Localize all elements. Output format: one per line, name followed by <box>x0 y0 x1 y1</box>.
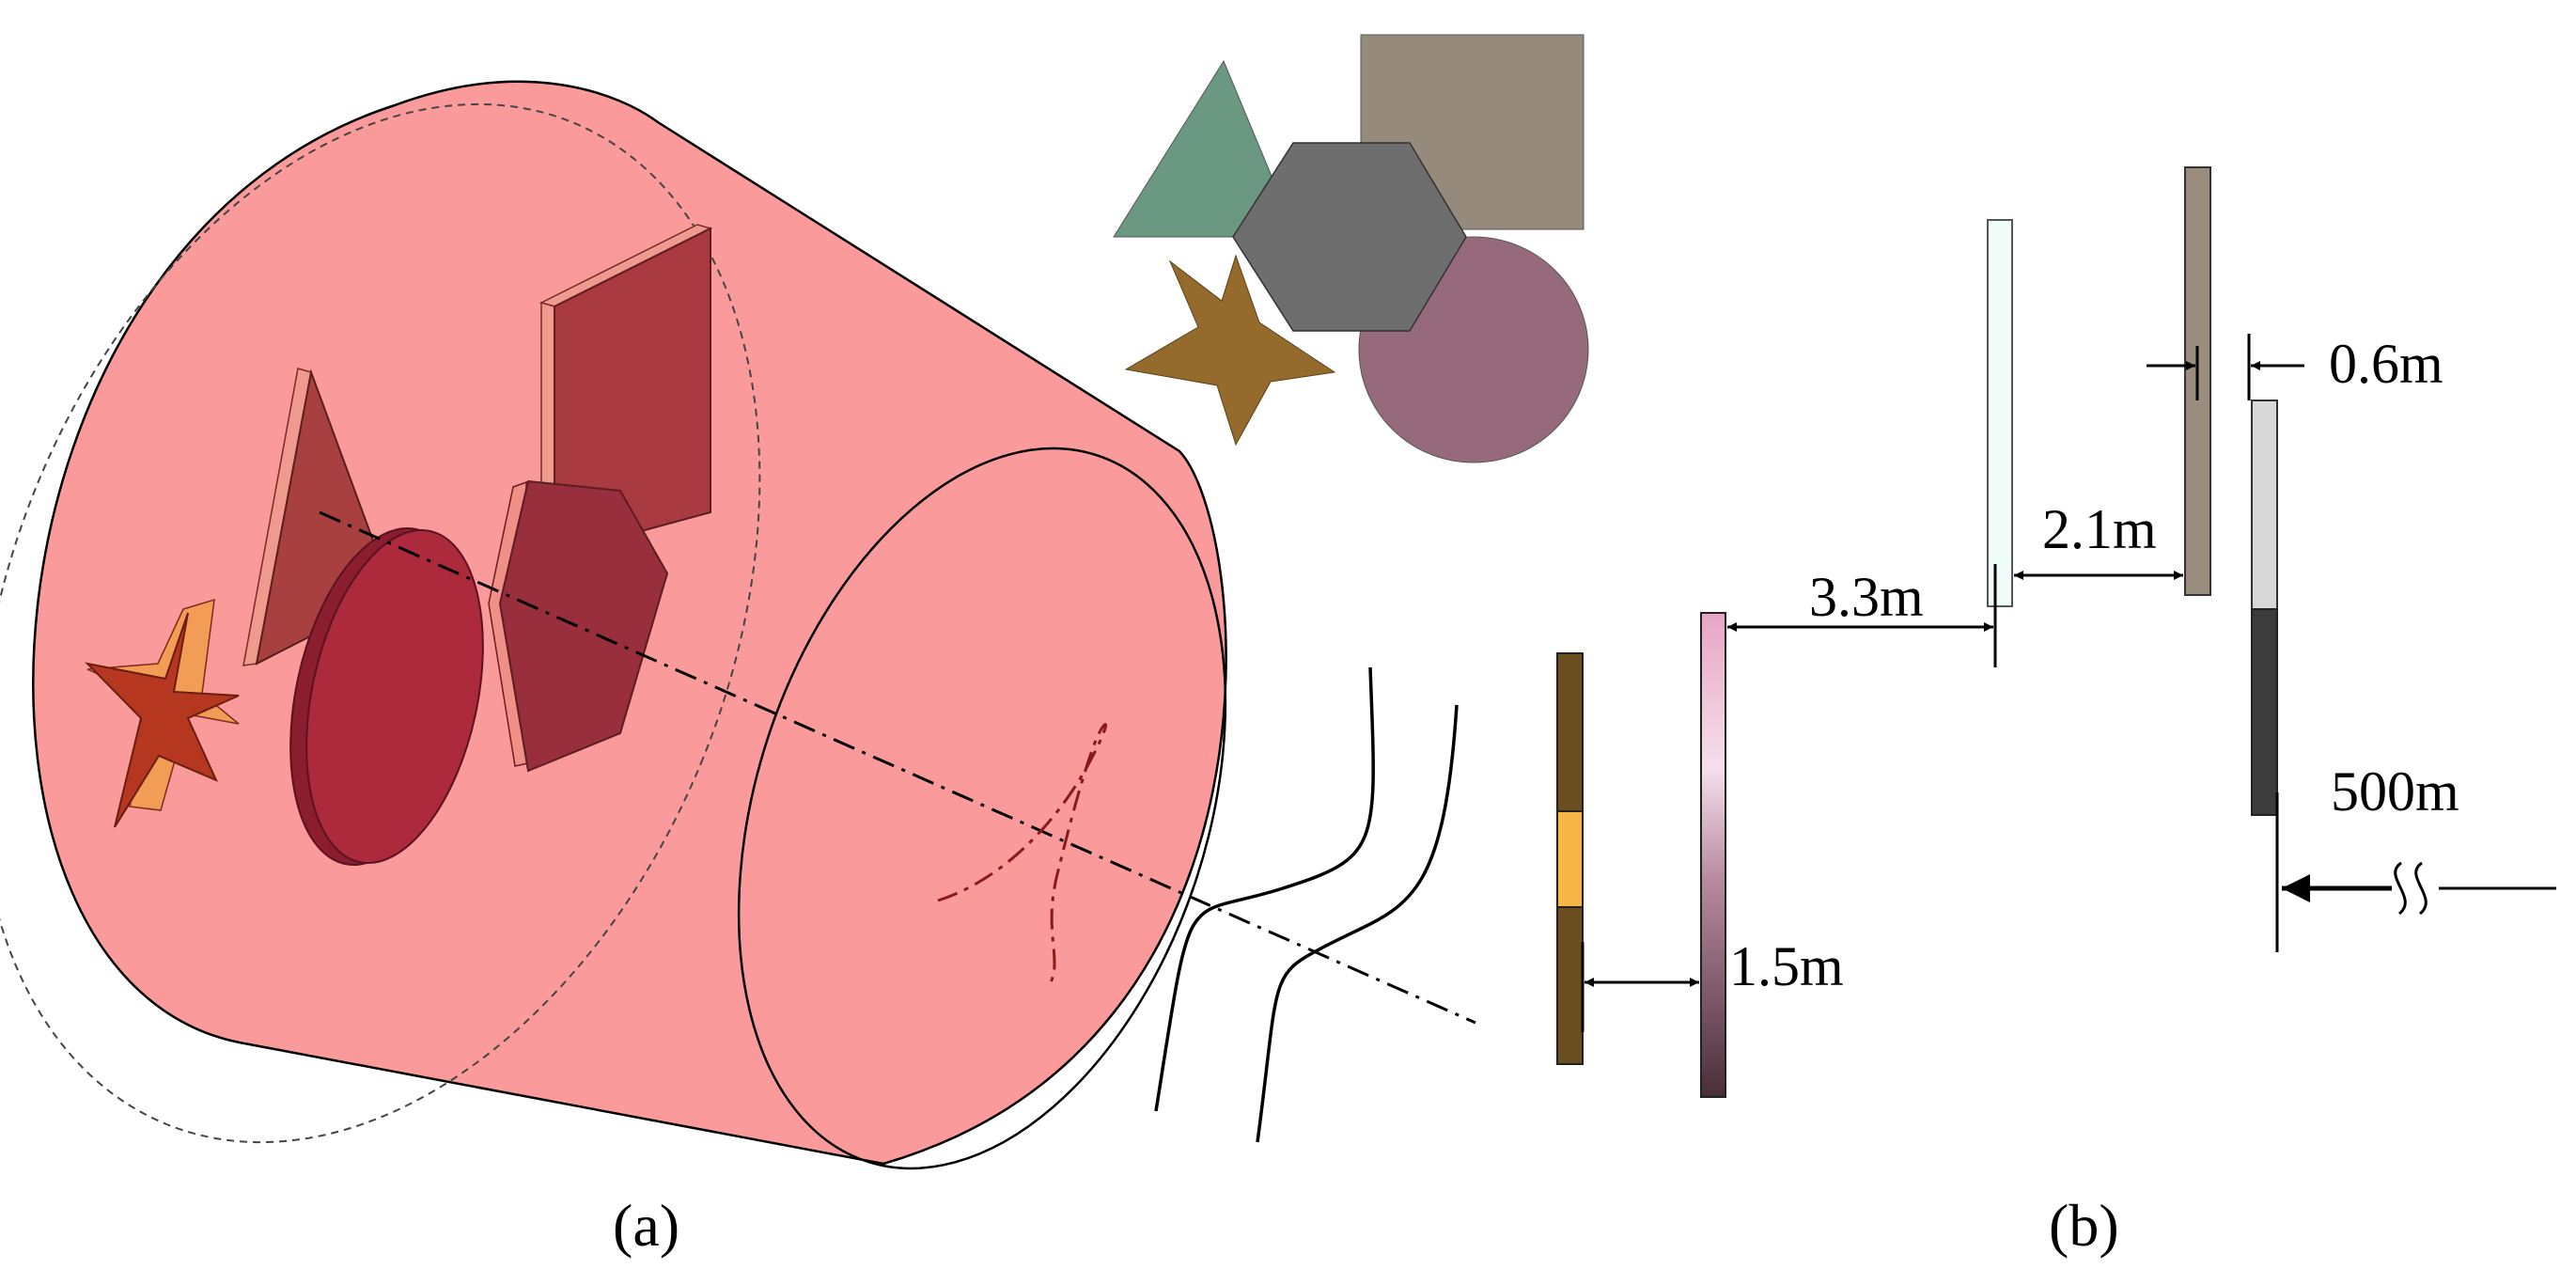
screen-5-top <box>2251 400 2278 610</box>
hexagon-screen-face <box>498 479 669 773</box>
hexagon-screen <box>488 479 669 773</box>
legend-square <box>1360 34 1585 230</box>
screen-layout <box>1556 166 2278 1098</box>
panel-b-label: (b) <box>2049 1192 2119 1259</box>
star-screen-face <box>85 612 240 828</box>
screen-1-middle <box>1556 810 1584 908</box>
star-screen <box>85 598 240 828</box>
beam-trajectory <box>937 723 1107 983</box>
screen-3 <box>1987 219 2013 607</box>
panel-a-label: (a) <box>613 1192 679 1259</box>
legend-triangle <box>1113 59 1298 238</box>
dimension-label-3: 2.1m <box>2042 498 2157 560</box>
dimension-label-4: 0.6m <box>2329 333 2443 395</box>
wavefront-1 <box>1154 666 1375 1112</box>
legend-hexagon <box>1232 142 1467 332</box>
dimension-5-break-symbol <box>2394 861 2428 916</box>
entrance-aperture-outline <box>0 102 761 1144</box>
legend-star <box>1124 254 1336 447</box>
screen-1-top <box>1556 652 1584 812</box>
disk-screen <box>289 526 484 867</box>
screen-2 <box>1700 612 1726 1098</box>
screen-1-bottom <box>1556 906 1584 1065</box>
dimension-lines <box>1581 334 2556 1032</box>
dimension-label-1: 1.5m <box>1729 935 1844 997</box>
dimension-label-2: 3.3m <box>1809 566 1924 628</box>
wavefront-2 <box>1256 704 1459 1143</box>
square-screen <box>539 224 713 556</box>
dimension-label-5: 500m <box>2331 760 2459 823</box>
disk-screen-face <box>305 528 484 865</box>
square-screen-face <box>554 227 711 556</box>
propagation-axis <box>319 510 1476 1025</box>
exit-aperture-outline <box>737 447 1227 1170</box>
shape-legend <box>1113 34 1589 463</box>
screen-5-bottom <box>2251 608 2278 816</box>
